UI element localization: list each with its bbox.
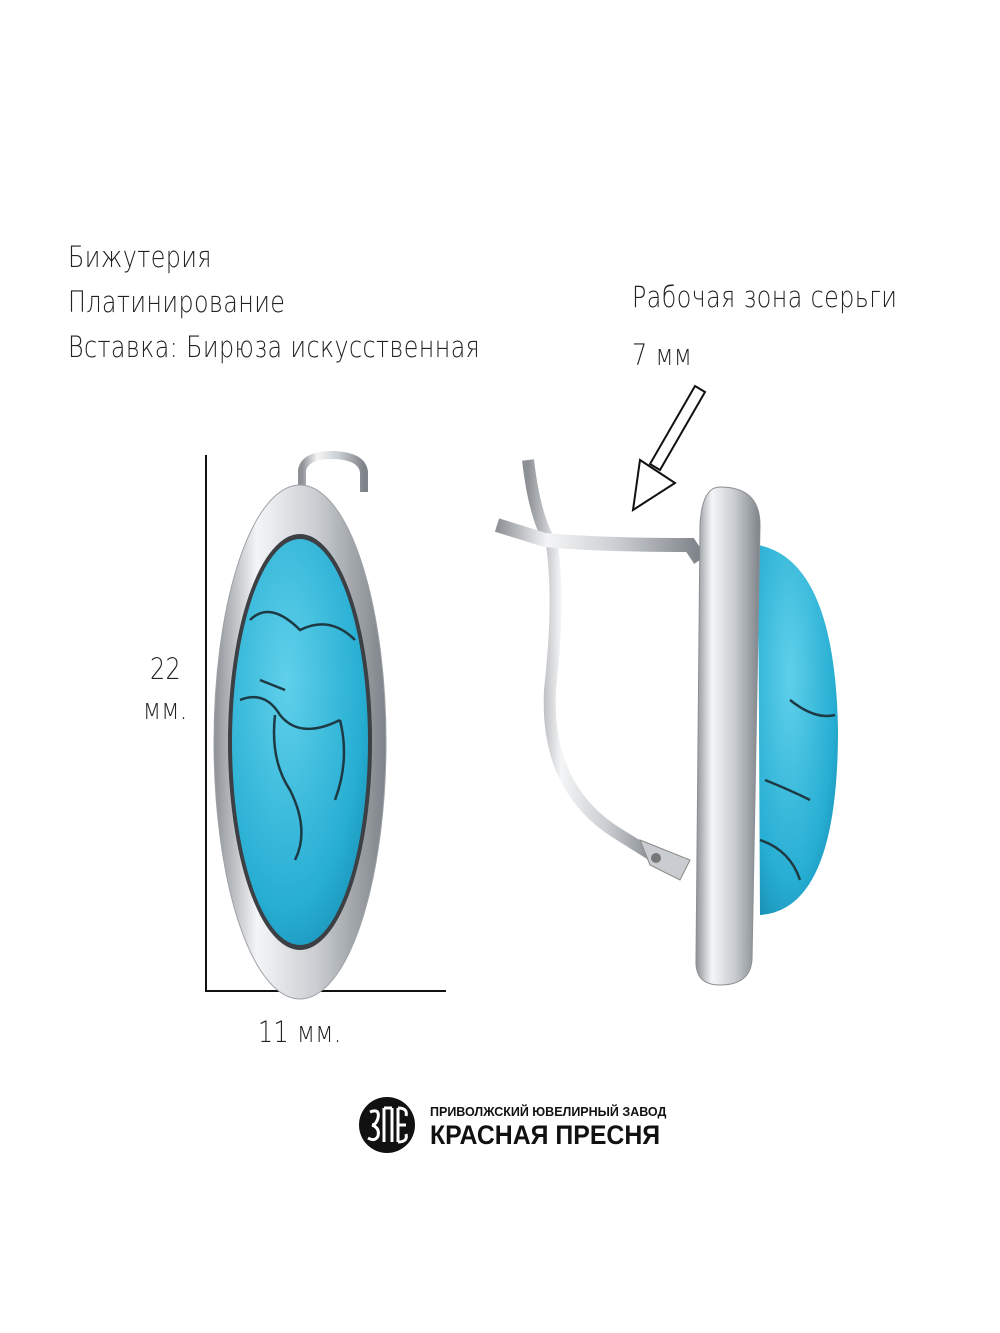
- height-value: 22: [150, 652, 182, 686]
- working-zone-value: 7 мм: [632, 338, 693, 372]
- brand-logo-icon: [359, 1097, 415, 1153]
- spec-category: Бижутерия: [68, 240, 212, 274]
- spec-insert: Вставка: Бирюза искусственная: [68, 330, 481, 364]
- earring-side-view: [494, 459, 838, 986]
- height-unit: мм.: [143, 692, 188, 726]
- spec-plating: Платинирование: [68, 285, 286, 319]
- width-value: 11 мм.: [258, 1015, 342, 1049]
- brand-subtitle: ПРИВОЛЖСКИЙ ЮВЕЛИРНЫЙ ЗАВОД: [430, 1105, 667, 1119]
- brand-name: КРАСНАЯ ПРЕСНЯ: [430, 1120, 661, 1150]
- earring-front-view: [213, 450, 387, 1000]
- working-zone-label: Рабочая зона серьги: [632, 280, 898, 314]
- arrow-icon: [631, 384, 707, 513]
